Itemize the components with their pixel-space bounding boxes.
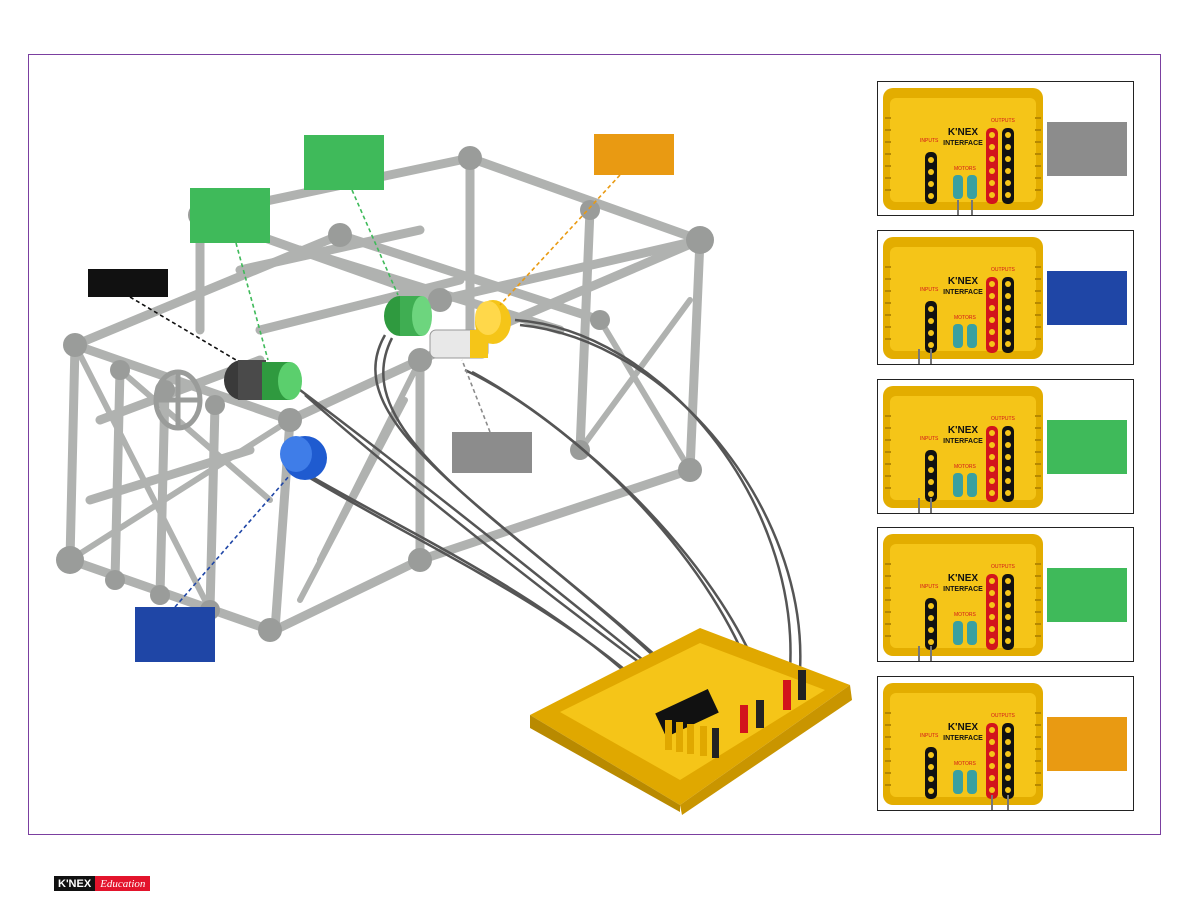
interface-panel-5: K'NEX INTERFACE INPUTS MOTORS OUTPUTS xyxy=(877,676,1134,811)
svg-text:INPUTS: INPUTS xyxy=(920,733,939,739)
svg-text:OUTPUTS: OUTPUTS xyxy=(991,267,1016,273)
motor-green-lower xyxy=(262,362,302,400)
motor-green-upper xyxy=(384,296,432,336)
leader-orange xyxy=(499,174,621,306)
panel-color-chip xyxy=(1047,717,1127,771)
panel-color-chip xyxy=(1047,122,1127,176)
svg-text:OUTPUTS: OUTPUTS xyxy=(991,713,1016,719)
svg-text:OUTPUTS: OUTPUTS xyxy=(991,564,1016,570)
model-illustration xyxy=(56,146,852,815)
motor-black xyxy=(224,360,266,400)
svg-text:MOTORS: MOTORS xyxy=(954,464,977,470)
callout-blue xyxy=(135,607,215,662)
cables xyxy=(299,318,802,713)
svg-text:MOTORS: MOTORS xyxy=(954,761,977,767)
callout-gray xyxy=(452,432,532,473)
callout-black xyxy=(88,269,168,297)
page-frame xyxy=(28,54,1161,835)
buzzer-yellow xyxy=(475,300,511,344)
svg-text:INTERFACE: INTERFACE xyxy=(943,735,983,742)
svg-text:OUTPUTS: OUTPUTS xyxy=(991,416,1016,422)
logo-suffix: Education xyxy=(95,876,151,891)
callout-orange xyxy=(594,134,674,175)
svg-text:INTERFACE: INTERFACE xyxy=(943,289,983,296)
interface-panel-drawing: K'NEX INTERFACE INPUTS MOTORS OUTPUTS xyxy=(883,88,1043,215)
svg-text:K'NEX: K'NEX xyxy=(948,722,978,733)
interface-panel-4: K'NEX INTERFACE INPUTS MOTORS OUTPUTS xyxy=(877,527,1134,662)
knex-interface-box xyxy=(530,628,852,815)
pulley-wheel xyxy=(153,369,203,431)
panel-color-chip xyxy=(1047,568,1127,622)
svg-text:MOTORS: MOTORS xyxy=(954,315,977,321)
callout-green-upper xyxy=(304,135,384,190)
leader-green-lower xyxy=(235,242,269,361)
svg-text:INTERFACE: INTERFACE xyxy=(943,586,983,593)
callout-green-lower xyxy=(190,188,270,243)
interface-panel-3: K'NEX INTERFACE INPUTS MOTORS OUTPUTS xyxy=(877,379,1134,514)
panel-color-chip xyxy=(1047,271,1127,325)
svg-text:MOTORS: MOTORS xyxy=(954,166,977,172)
interface-panel-1: K'NEX INTERFACE INPUTS MOTORS OUTPUTS xyxy=(877,81,1134,216)
leader-gray xyxy=(461,359,491,433)
svg-text:MOTORS: MOTORS xyxy=(954,612,977,618)
svg-text:K'NEX: K'NEX xyxy=(948,276,978,287)
panel-color-chip xyxy=(1047,420,1127,474)
leader-blue xyxy=(174,474,291,608)
svg-text:INTERFACE: INTERFACE xyxy=(943,140,983,147)
interface-panel-drawing: K'NEX INTERFACE INPUTS MOTORS OUTPUTS xyxy=(883,386,1043,513)
logo-brand: K'NEX xyxy=(54,876,96,891)
interface-panel-drawing: K'NEX INTERFACE INPUTS MOTORS OUTPUTS xyxy=(883,237,1043,364)
knex-education-logo: K'NEX Education xyxy=(54,876,151,891)
leader-black xyxy=(129,296,237,361)
sensor-blue xyxy=(280,436,327,480)
svg-text:INTERFACE: INTERFACE xyxy=(943,438,983,445)
svg-text:INPUTS: INPUTS xyxy=(920,287,939,293)
interface-panel-drawing: K'NEX INTERFACE INPUTS MOTORS OUTPUTS xyxy=(883,683,1043,810)
cable-plugs xyxy=(665,670,806,758)
interface-panel-2: K'NEX INTERFACE INPUTS MOTORS OUTPUTS xyxy=(877,230,1134,365)
svg-text:K'NEX: K'NEX xyxy=(948,425,978,436)
callout-leaders xyxy=(129,174,621,608)
svg-text:K'NEX: K'NEX xyxy=(948,127,978,138)
interface-panel-drawing: K'NEX INTERFACE INPUTS MOTORS OUTPUTS xyxy=(883,534,1043,661)
svg-text:INPUTS: INPUTS xyxy=(920,138,939,144)
svg-text:INPUTS: INPUTS xyxy=(920,584,939,590)
svg-text:K'NEX: K'NEX xyxy=(948,573,978,584)
leader-green-upper xyxy=(351,189,399,296)
svg-text:OUTPUTS: OUTPUTS xyxy=(991,118,1016,124)
svg-text:INPUTS: INPUTS xyxy=(920,436,939,442)
